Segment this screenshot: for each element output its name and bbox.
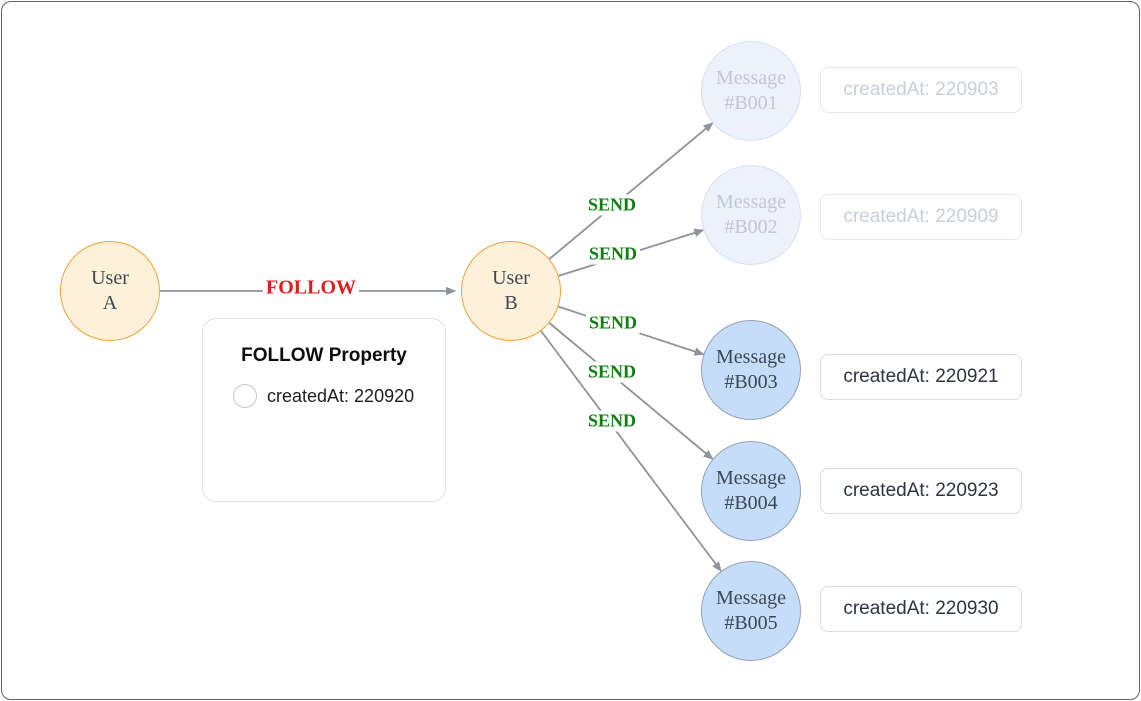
node-message-b001: Message #B001 [701, 41, 801, 141]
node-message-b001-line1: Message [716, 67, 786, 89]
edge-label-send-5: SEND [584, 410, 640, 432]
created-at-box-b001: createdAt: 220903 [820, 67, 1022, 113]
node-user-a: User A [60, 241, 160, 341]
edge-label-send-4: SEND [584, 361, 640, 383]
created-at-box-b003: createdAt: 220921 [820, 354, 1022, 400]
edge-label-send-3: SEND [585, 312, 641, 334]
created-at-box-b005: createdAt: 220930 [820, 586, 1022, 632]
node-message-b003: Message #B003 [701, 320, 801, 420]
follow-property-item: createdAt: 220920 [267, 385, 415, 406]
node-user-b-label-line1: User [492, 267, 530, 289]
property-bullet-icon [233, 384, 257, 408]
created-at-box-b002: createdAt: 220909 [820, 194, 1022, 240]
node-message-b002-line2: #B002 [724, 216, 778, 238]
node-message-b002: Message #B002 [701, 165, 801, 265]
node-message-b004-line2: #B004 [724, 492, 778, 514]
edge-send-b-to-b004 [548, 322, 714, 460]
node-message-b002-line1: Message [716, 191, 786, 213]
node-message-b004: Message #B004 [701, 441, 801, 541]
node-message-b005-line2: #B005 [724, 612, 778, 634]
edge-label-follow: FOLLOW [262, 276, 360, 300]
node-user-b-label-line2: B [504, 292, 518, 314]
node-message-b003-line1: Message [716, 346, 786, 368]
node-user-a-label-line2: A [102, 292, 118, 314]
follow-property-row: createdAt: 220920 [233, 384, 445, 408]
node-message-b003-line2: #B003 [724, 371, 778, 393]
edge-send-b-to-b005 [540, 330, 722, 572]
created-at-box-b004: createdAt: 220923 [820, 468, 1022, 514]
follow-property-title: FOLLOW Property [241, 345, 407, 366]
node-message-b005-line1: Message [716, 587, 786, 609]
follow-property-panel: FOLLOW Property createdAt: 220920 [202, 318, 446, 502]
node-message-b005: Message #B005 [701, 561, 801, 661]
edge-label-send-1: SEND [584, 194, 640, 216]
edge-label-send-2: SEND [585, 243, 641, 265]
node-message-b004-line1: Message [716, 467, 786, 489]
node-user-b: User B [461, 241, 561, 341]
node-message-b001-line2: #B001 [724, 92, 778, 114]
edge-send-b-to-b001 [548, 122, 714, 260]
node-user-a-label-line1: User [91, 267, 129, 289]
